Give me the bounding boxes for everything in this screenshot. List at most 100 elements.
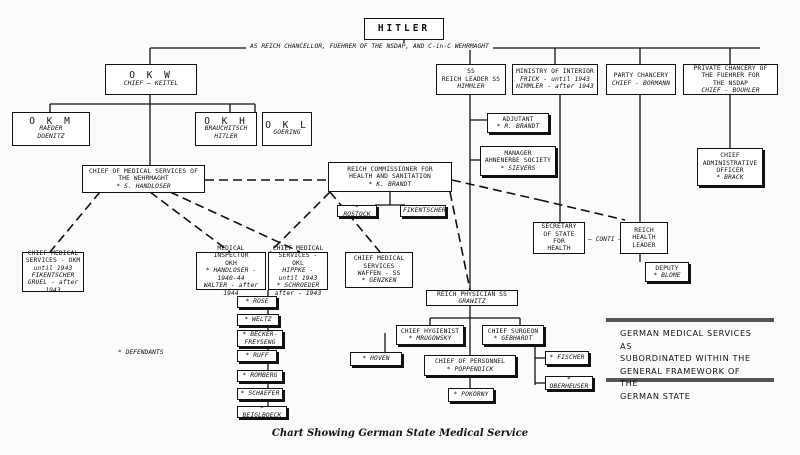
wehrmacht-medical-line3: S. HANDLOSER [85, 183, 202, 190]
cao-line1: CHIEF [720, 152, 740, 160]
wehrmacht-medical-box: CHIEF OF MEDICAL SERVICES OF THE WEHRMAG… [82, 165, 205, 193]
waffen-ss-line4: GENZKEN [348, 277, 410, 284]
private-box: PRIVATE CHANCERY OF THE FUEHRER FOR THE … [683, 64, 778, 95]
okl-subordinate-name: BEIGLBOECK [240, 405, 284, 420]
okm-medical-box: CHIEF MEDICAL SERVICES - OKM until 1943 … [22, 250, 84, 294]
okl-medical-line4: SCHROEDER [271, 282, 325, 289]
wehrmacht-medical-line1: CHIEF OF MEDICAL SERVICES OF [89, 167, 198, 175]
ss-box: SS REICH LEADER SS HIMMLER [436, 64, 506, 95]
okl-medical-line5: after - 1943 [274, 289, 322, 297]
reich-health-line2: HEALTH [632, 234, 656, 242]
oberheuser-box: OBERHEUSER [545, 376, 593, 390]
okm-medical-line4: FIKENTSCHER [31, 272, 75, 279]
okh-medical-line2: OKH [225, 259, 237, 267]
reich-health-box: REICH HEALTH LEADER [620, 222, 668, 254]
hygienist-box: CHIEF HYGIENIST MRUGOWSKY [396, 325, 464, 345]
okl-subordinate-box: BECKER- FREYSENG [237, 330, 283, 347]
secretary-line3: FOR [553, 238, 565, 245]
okw-chief: CHIEF — KEITEL [123, 79, 179, 87]
waffen-ss-medical-box: CHIEF MEDICAL SERVICES WAFFEN - SS GENZK… [345, 252, 413, 288]
pokorny-name: POKORNY [451, 391, 491, 398]
hoven-box: HOVEN [350, 352, 402, 366]
adjutant-line2: R. BRANDT [490, 123, 546, 130]
okl-box: O K L GOERING [262, 112, 312, 146]
okl-medical-box: CHIEF MEDICAL SERVICES - OKL HIPPKE - un… [268, 245, 328, 297]
okm-medical-line2: SERVICES - OKM [25, 257, 81, 265]
defendants-key: * DEFENDANTS [118, 349, 164, 356]
reich-physician-line2: GRAWITZ [458, 298, 486, 305]
hygienist-line2: MRUGOWSKY [399, 335, 461, 342]
ss-line1: SS [467, 68, 475, 76]
ss-line2: REICH LEADER SS [441, 75, 501, 83]
reich-physician-line1: REICH PHYSICIAN SS [436, 290, 508, 298]
hygienist-line1: CHIEF HYGIENIST [400, 327, 460, 335]
surgeon-line2: GEBHARDT [485, 335, 541, 342]
okl-medical-line2: SERVICES - OKL [278, 252, 318, 267]
legend-line4: GERMAN STATE [620, 390, 691, 401]
private-line3: THE NSDAP [712, 79, 749, 87]
wehrmacht-medical-line2: THE WEHRMAGHT [118, 175, 169, 183]
deputy-box: DEPUTY BLOME [645, 262, 689, 282]
legend-line3: GENERAL FRAMEWORK OF THE [620, 365, 741, 389]
reich-commissioner-box: REICH COMMISSIONER FOR HEALTH AND SANITA… [328, 162, 452, 192]
interior-line2: FRICK - until 1943 [519, 75, 591, 83]
chart-caption: Chart Showing German State Medical Servi… [271, 428, 529, 439]
rostock-box: ROSTOCK [337, 205, 377, 218]
interior-line1: MINISTRY OF INTERIOR [516, 68, 594, 76]
okm-medical-line3: until 1943 [33, 264, 73, 272]
hitler-subtitle: AS REICH CHANCELLOR, FUEHRER OF THE NSDA… [246, 43, 493, 50]
okw-box: O K W CHIEF — KEITEL [105, 64, 197, 95]
party-line2: CHIEF - BORMANN [611, 79, 671, 87]
okl-subordinate-name: RUFF [240, 352, 274, 359]
secretary-box: SECRETARY OF STATE FOR HEALTH [533, 222, 585, 254]
okl-name: O K L [265, 119, 309, 131]
okm-line2: DOENITZ [37, 132, 65, 140]
okh-medical-line1: MEDICAL INSPECTOR [213, 245, 249, 260]
okl-subordinate-box: WELTZ [237, 314, 279, 326]
reich-commissioner-line2: HEALTH AND SANITATION [349, 173, 431, 181]
ahnenerbe-box: MANAGER AHNENERBE SOCIETY SIEVERS [480, 146, 556, 176]
okh-medical-line4: WALTER - after 1944 [203, 282, 259, 297]
okl-subordinate-name: WELTZ [240, 316, 276, 323]
interior-line3: HIMMLER - after 1943 [516, 83, 594, 91]
okh-box: O K H BRAUCHITSCH HITLER [195, 112, 257, 146]
okh-line1: BRAUCHITSCH [204, 125, 248, 133]
okw-name: O K W [129, 70, 173, 82]
private-line1: PRIVATE CHANCERY OF [693, 64, 768, 72]
reich-health-line3: LEADER [632, 241, 656, 249]
party-line1: PARTY CHANCERY [613, 72, 669, 80]
oberheuser-name: OBERHEUSER [548, 376, 590, 391]
hitler-box: HITLER [364, 18, 444, 40]
secretary-line4: HEALTH [547, 245, 571, 253]
waffen-ss-line1: CHIEF MEDICAL [353, 255, 405, 263]
okh-name: O K H [204, 115, 248, 127]
personnel-line2: POPPENDICK [427, 366, 513, 373]
cao-line4: BRACK [700, 174, 760, 181]
okm-name: O K M [29, 115, 73, 127]
conti-label: — CONTI — [588, 236, 623, 243]
okl-subordinate-box: BEIGLBOECK [237, 405, 287, 420]
fikentscher-small-name: FIKENTSCHER [403, 207, 446, 215]
cao-line2: ADMINISTRATIVE [702, 159, 758, 167]
deputy-line2: BLOME [648, 272, 686, 279]
adjutant-line1: ADJUTANT [502, 115, 534, 123]
personnel-line1: CHIEF OF PERSONNEL [434, 358, 506, 366]
okl-medical-line1: CHIEF MEDICAL [272, 245, 324, 253]
ahnenerbe-line2: AHNENERBE SOCIETY [484, 157, 552, 165]
legend-line2: SUBORDINATED WITHIN THE [620, 353, 751, 363]
okl-subordinate-name: SCHAEFER [240, 390, 280, 397]
ahnenerbe-line1: MANAGER [504, 149, 532, 157]
waffen-ss-line3: WAFFEN - SS [357, 270, 401, 277]
okh-medical-box: MEDICAL INSPECTOR OKH HANDLOSER - 1940-4… [196, 245, 266, 297]
okl-subordinate-box: SCHAEFER [237, 388, 283, 400]
okh-line2: HITLER [214, 132, 238, 140]
okh-medical-line3: HANDLOSER - 1940-44 [199, 267, 263, 282]
legend-box: GERMAN MEDICAL SERVICES AS SUBORDINATED … [606, 318, 774, 401]
adjutant-box: ADJUTANT R. BRANDT [487, 113, 549, 133]
fikentscher-small-box: FIKENTSCHER [400, 205, 446, 217]
waffen-ss-line2: SERVICES [363, 262, 395, 270]
reich-commissioner-line3: K. BRANDT [331, 181, 449, 188]
okl-line1: GOERING [273, 129, 301, 136]
okl-subordinate-name: ROSE [240, 298, 274, 305]
